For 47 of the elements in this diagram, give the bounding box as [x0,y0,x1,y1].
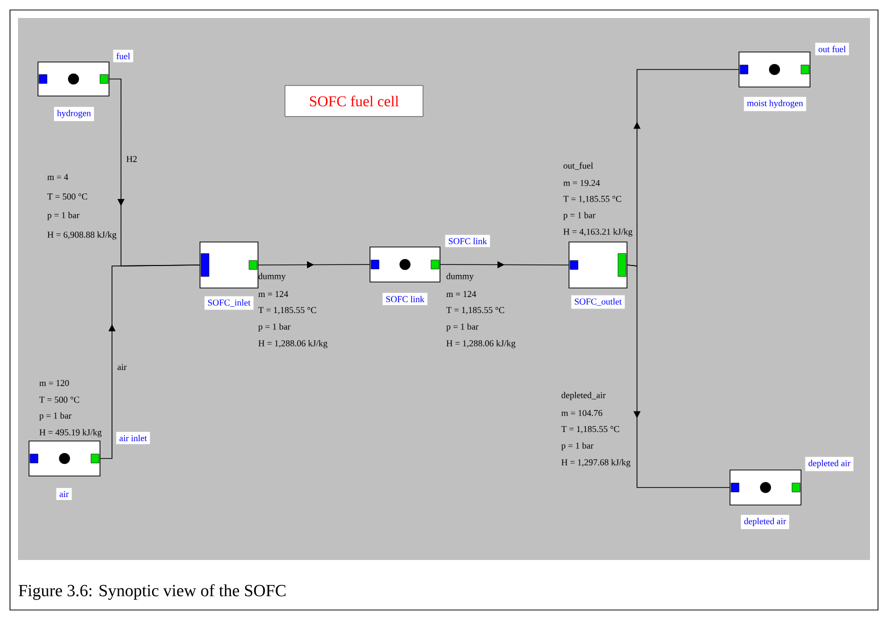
block-label: SOFC_outlet [571,295,625,309]
stream-property: p = 1 bar [563,212,596,220]
block-label: moist hydrogen [744,96,806,112]
block-label: depleted air [740,514,790,530]
port-label: fuel [113,50,134,62]
title-box: SOFC fuel cell [284,85,424,117]
stream-property: m = 124 [258,291,288,297]
stream-property: p = 1 bar [561,442,594,450]
stream-property: m = 124 [446,291,476,297]
stream-property: T = 1,185.55 °C [446,307,504,314]
stream-property: m = 4 [47,174,68,180]
stream-property: m = 19.24 [563,180,600,186]
port-label: out fuel [815,42,849,56]
stream-property: H = 1,288.06 kJ/kg [446,340,516,348]
stream-property: p = 1 bar [258,323,290,332]
port-label: depleted air [805,456,854,472]
port-label: SOFC link [445,234,490,248]
stream-property: H = 495.19 kJ/kg [39,429,102,438]
stream-property: H = 4,163.21 kJ/kg [563,228,632,237]
stream-name: out_fuel [564,162,594,170]
stream-property: T = 500 °C [39,396,80,403]
stream-property: m = 120 [39,380,69,386]
stream-property: p = 1 bar [47,212,80,220]
flow-arrow [100,264,200,459]
stream-name: H2 [126,156,137,162]
flow-arrow [258,261,370,268]
block-label: SOFC link [382,292,428,306]
block-label: hydrogen [54,106,94,122]
port-label: air inlet [116,432,150,444]
stream-property: H = 6,908.88 kJ/kg [47,231,116,240]
stream-name: dummy [446,272,474,282]
stream-property: p = 1 bar [446,323,478,332]
stream-property: H = 1,288.06 kJ/kg [258,340,328,348]
stream-property: T = 1,185.55 °C [258,307,316,314]
flow-arrow [627,264,730,488]
stream-property: p = 1 bar [39,412,72,420]
stream-property: T = 500 °C [47,193,88,200]
stream-property: H = 1,297.68 kJ/kg [561,459,630,468]
stream-name: dummy [258,272,286,282]
caption: Figure 3.6: Synoptic view of the SOFC [18,584,286,600]
stream-property: m = 104.76 [561,410,602,416]
stream-name: air [118,364,127,370]
stream-property: T = 1,185.55 °C [561,426,620,434]
block-label: SOFC_inlet [204,296,254,310]
flow-arrow [440,261,569,268]
stream-name: depleted_air [562,392,606,400]
stream-property: T = 1,185.55 °C [563,196,622,204]
